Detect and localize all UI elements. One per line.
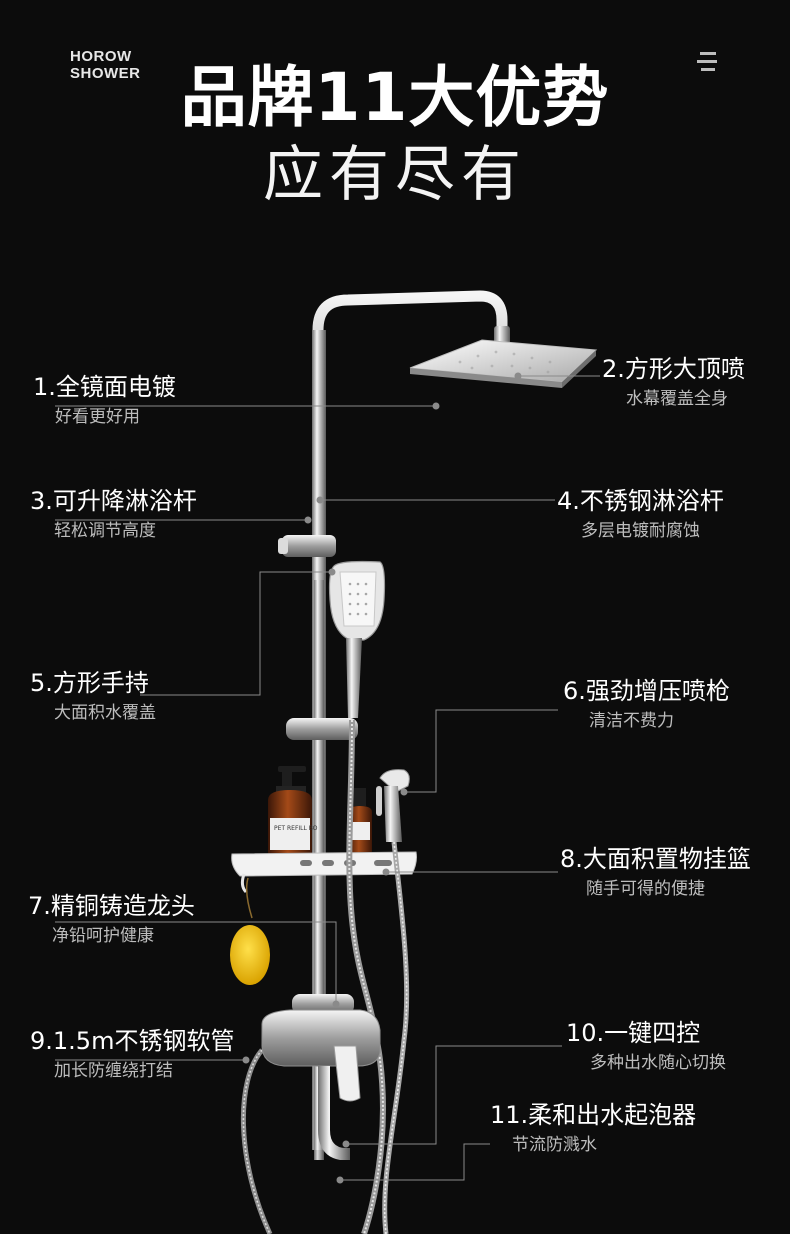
feature-11-title: 11.柔和出水起泡器	[490, 1101, 697, 1129]
mixer-faucet	[261, 994, 381, 1160]
feature-6-title: 6.强劲增压喷枪	[563, 677, 730, 705]
feature-9: 9.1.5m不锈钢软管 加长防缠绕打结	[30, 1026, 234, 1083]
feature-1-subtitle: 好看更好用	[55, 407, 140, 427]
feature-8-title: 8.大面积置物挂篮	[560, 845, 751, 873]
serum-bottle	[348, 788, 372, 858]
handheld-shower	[328, 560, 386, 718]
feature-7-title: 7.精铜铸造龙头	[28, 892, 195, 920]
bottle-label: PET REFILL BO	[274, 825, 318, 832]
feature-9-subtitle: 加长防缠绕打结	[54, 1061, 173, 1081]
shampoo-bottle: PET REFILL BO	[268, 766, 318, 858]
menu-icon[interactable]	[697, 52, 719, 72]
feature-1: 1.全镜面电镀 好看更好用	[33, 372, 176, 429]
page-subtitle: 应有尽有	[263, 140, 527, 210]
feature-10-title: 10.一键四控	[566, 1019, 701, 1047]
feature-11: 11.柔和出水起泡器 节流防溅水	[490, 1100, 696, 1157]
feature-2-subtitle: 水幕覆盖全身	[626, 389, 728, 409]
feature-5: 5.方形手持 大面积水覆盖	[30, 668, 156, 725]
feature-11-subtitle: 节流防溅水	[512, 1135, 597, 1155]
overhead-arm	[312, 290, 508, 566]
bath-sponge	[230, 877, 270, 985]
shelf-basket	[231, 851, 417, 894]
feature-2: 2.方形大顶喷 水幕覆盖全身	[602, 354, 745, 411]
feature-9-title: 9.1.5m不锈钢软管	[30, 1027, 235, 1055]
feature-4-subtitle: 多层电镀耐腐蚀	[581, 521, 700, 541]
feature-4: 4.不锈钢淋浴杆 多层电镀耐腐蚀	[557, 486, 724, 543]
spray-gun	[376, 769, 410, 842]
feature-5-title: 5.方形手持	[30, 669, 149, 697]
feature-1-title: 1.全镜面电镀	[33, 373, 176, 401]
feature-7-subtitle: 净铅呵护健康	[52, 926, 154, 946]
feature-7: 7.精铜铸造龙头 净铅呵护健康	[28, 891, 195, 948]
brand-line-1: HOROW	[70, 48, 132, 65]
handheld-holder	[286, 718, 358, 740]
feature-8-subtitle: 随手可得的便捷	[586, 879, 705, 899]
brand-line-2: SHOWER	[70, 65, 141, 82]
brand-logo: HOROW SHOWER	[70, 48, 141, 82]
feature-3: 3.可升降淋浴杆 轻松调节高度	[30, 486, 197, 543]
feature-10: 10.一键四控 多种出水随心切换	[566, 1018, 726, 1075]
feature-10-subtitle: 多种出水随心切换	[590, 1053, 726, 1073]
feature-8: 8.大面积置物挂篮 随手可得的便捷	[560, 844, 751, 901]
feature-2-title: 2.方形大顶喷	[602, 355, 745, 383]
height-adjuster	[282, 535, 336, 557]
page-title: 品牌11大优势	[180, 59, 610, 136]
rain-shower-head	[409, 339, 598, 388]
feature-6-subtitle: 清洁不费力	[589, 711, 674, 731]
feature-4-title: 4.不锈钢淋浴杆	[557, 487, 724, 515]
feature-3-title: 3.可升降淋浴杆	[30, 487, 197, 515]
feature-3-subtitle: 轻松调节高度	[54, 521, 156, 541]
feature-5-subtitle: 大面积水覆盖	[54, 703, 156, 723]
feature-6: 6.强劲增压喷枪 清洁不费力	[563, 676, 730, 733]
